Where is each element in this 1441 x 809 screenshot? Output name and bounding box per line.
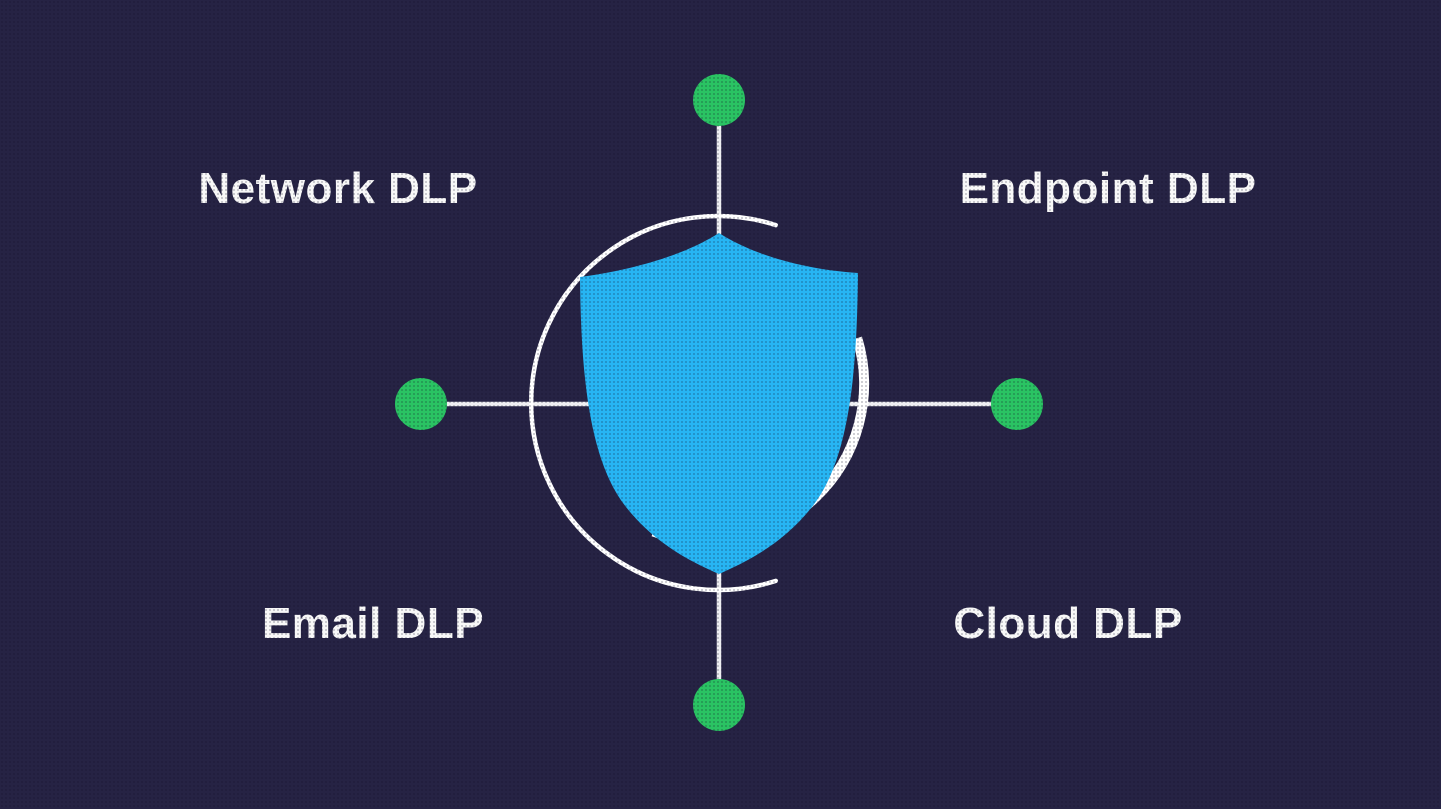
node-dot-bottom [693,679,745,731]
label-email-dlp: Email DLP [261,599,485,648]
label-network-dlp: Network DLP [198,164,478,213]
orbit-ring-icon [528,213,779,593]
label-cloud-dlp: Cloud DLP [953,599,1183,648]
node-dot-right [991,378,1043,430]
shield-icon [580,233,858,574]
node-dot-left [395,378,447,430]
node-dot-top [693,74,745,126]
label-endpoint-dlp: Endpoint DLP [959,164,1257,213]
